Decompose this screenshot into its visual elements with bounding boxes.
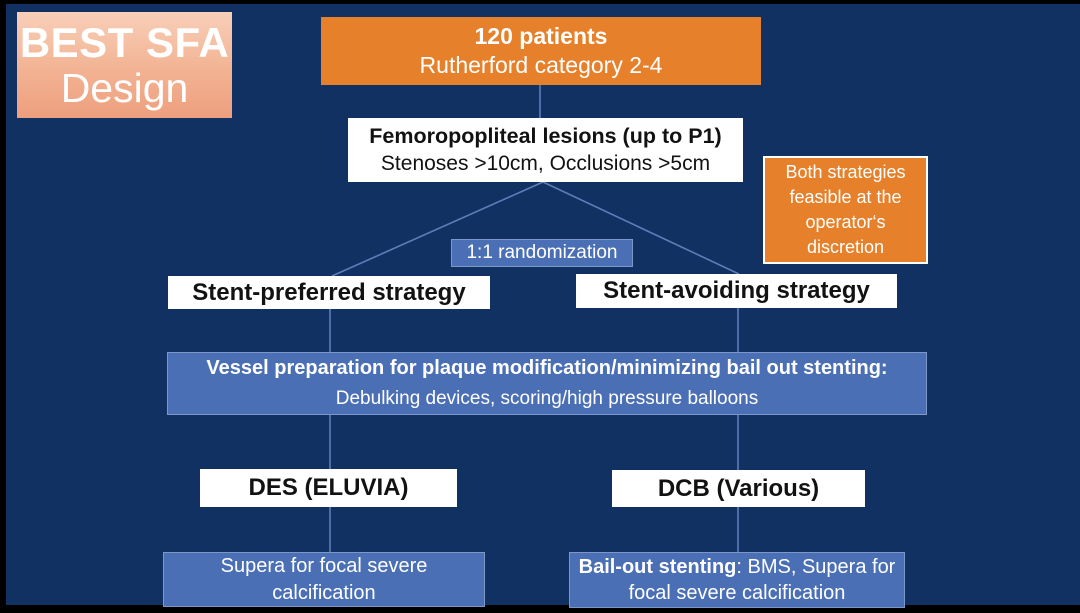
side-note: Both strategies feasible at the operator… [763,156,928,264]
lesions-title: Femoropopliteal lesions (up to P1) [369,123,722,148]
vessel-prep-detail: Debulking devices, scoring/high pressure… [335,388,759,410]
strategy-right-label: Stent-avoiding strategy [603,277,870,304]
node-bailout-stenting: Bail-out stenting: BMS, Supera for focal… [569,552,905,608]
patients-criteria: Rutherford category 2-4 [419,52,663,78]
device-left-label: DES (ELUVIA) [248,474,409,501]
node-lesions: Femoropopliteal lesions (up to P1) Steno… [348,118,743,182]
bailout-left-text: Supera for focal severe calcification [220,555,428,604]
randomization-label: 1:1 randomization [466,242,618,263]
side-note-text: Both strategies feasible at the operator… [785,161,906,258]
connector-lesions-right-strategy [542,181,740,275]
node-strategy-stent-avoiding: Stent-avoiding strategy [576,274,897,308]
device-right-label: DCB (Various) [657,474,820,502]
connector-lines [329,85,740,552]
node-randomization: 1:1 randomization [451,239,633,267]
vessel-prep-title: Vessel preparation for plaque modificati… [206,357,888,380]
title-line2: Design [60,64,189,111]
bailout-right-rest: : BMS, Supera for focal severe calcifica… [628,555,896,604]
strategy-left-label: Stent-preferred strategy [192,278,466,306]
node-device-des: DES (ELUVIA) [200,469,457,507]
node-patients: 120 patients Rutherford category 2-4 [321,17,761,85]
title-badge: BEST SFA Design [17,12,232,118]
node-strategy-stent-preferred: Stent-preferred strategy [168,276,490,309]
lesions-detail: Stenoses >10cm, Occlusions >5cm [380,152,711,176]
node-bailout-supera: Supera for focal severe calcification [163,552,485,607]
node-vessel-preparation: Vessel preparation for plaque modificati… [167,352,927,415]
title-line1: BEST SFA [19,18,230,66]
bailout-right-bold: Bail-out stenting [578,555,737,578]
patients-count: 120 patients [474,22,608,49]
node-device-dcb: DCB (Various) [612,470,865,507]
connector-lesions-left-strategy [331,181,544,277]
slide-background: BEST SFA Design 120 patients Rutherford … [6,4,1080,608]
bailout-right-text: Bail-out stenting: BMS, Supera for focal… [576,554,898,607]
